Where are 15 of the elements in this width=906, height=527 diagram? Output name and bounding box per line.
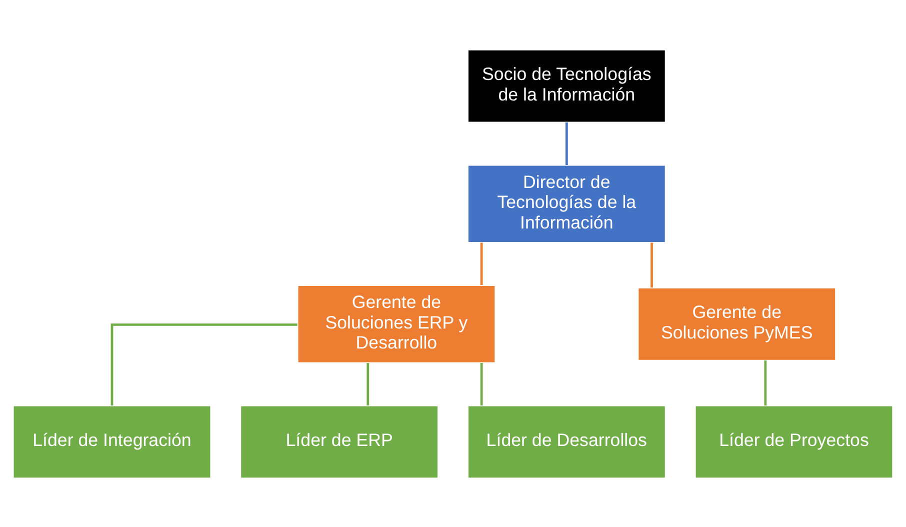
connector bbox=[480, 362, 483, 405]
connector bbox=[480, 242, 483, 285]
node-box: Gerente de Soluciones PyMES bbox=[637, 286, 836, 360]
node-box: Socio de Tecnologías de la Información bbox=[467, 48, 666, 122]
node-box: Líder de Proyectos bbox=[694, 404, 894, 478]
connector bbox=[650, 242, 653, 288]
connector bbox=[110, 323, 298, 405]
connector bbox=[366, 362, 370, 405]
node-box: Director de Tecnologías de la Información bbox=[467, 164, 666, 243]
node-box: Líder de ERP bbox=[240, 404, 439, 478]
connector bbox=[764, 360, 767, 406]
node-box: Gerente de Soluciones ERP y Desarrollo bbox=[297, 284, 496, 363]
node-box: Líder de Integración bbox=[12, 404, 212, 478]
node-box: Líder de Desarrollos bbox=[467, 404, 666, 478]
connector bbox=[565, 122, 568, 165]
